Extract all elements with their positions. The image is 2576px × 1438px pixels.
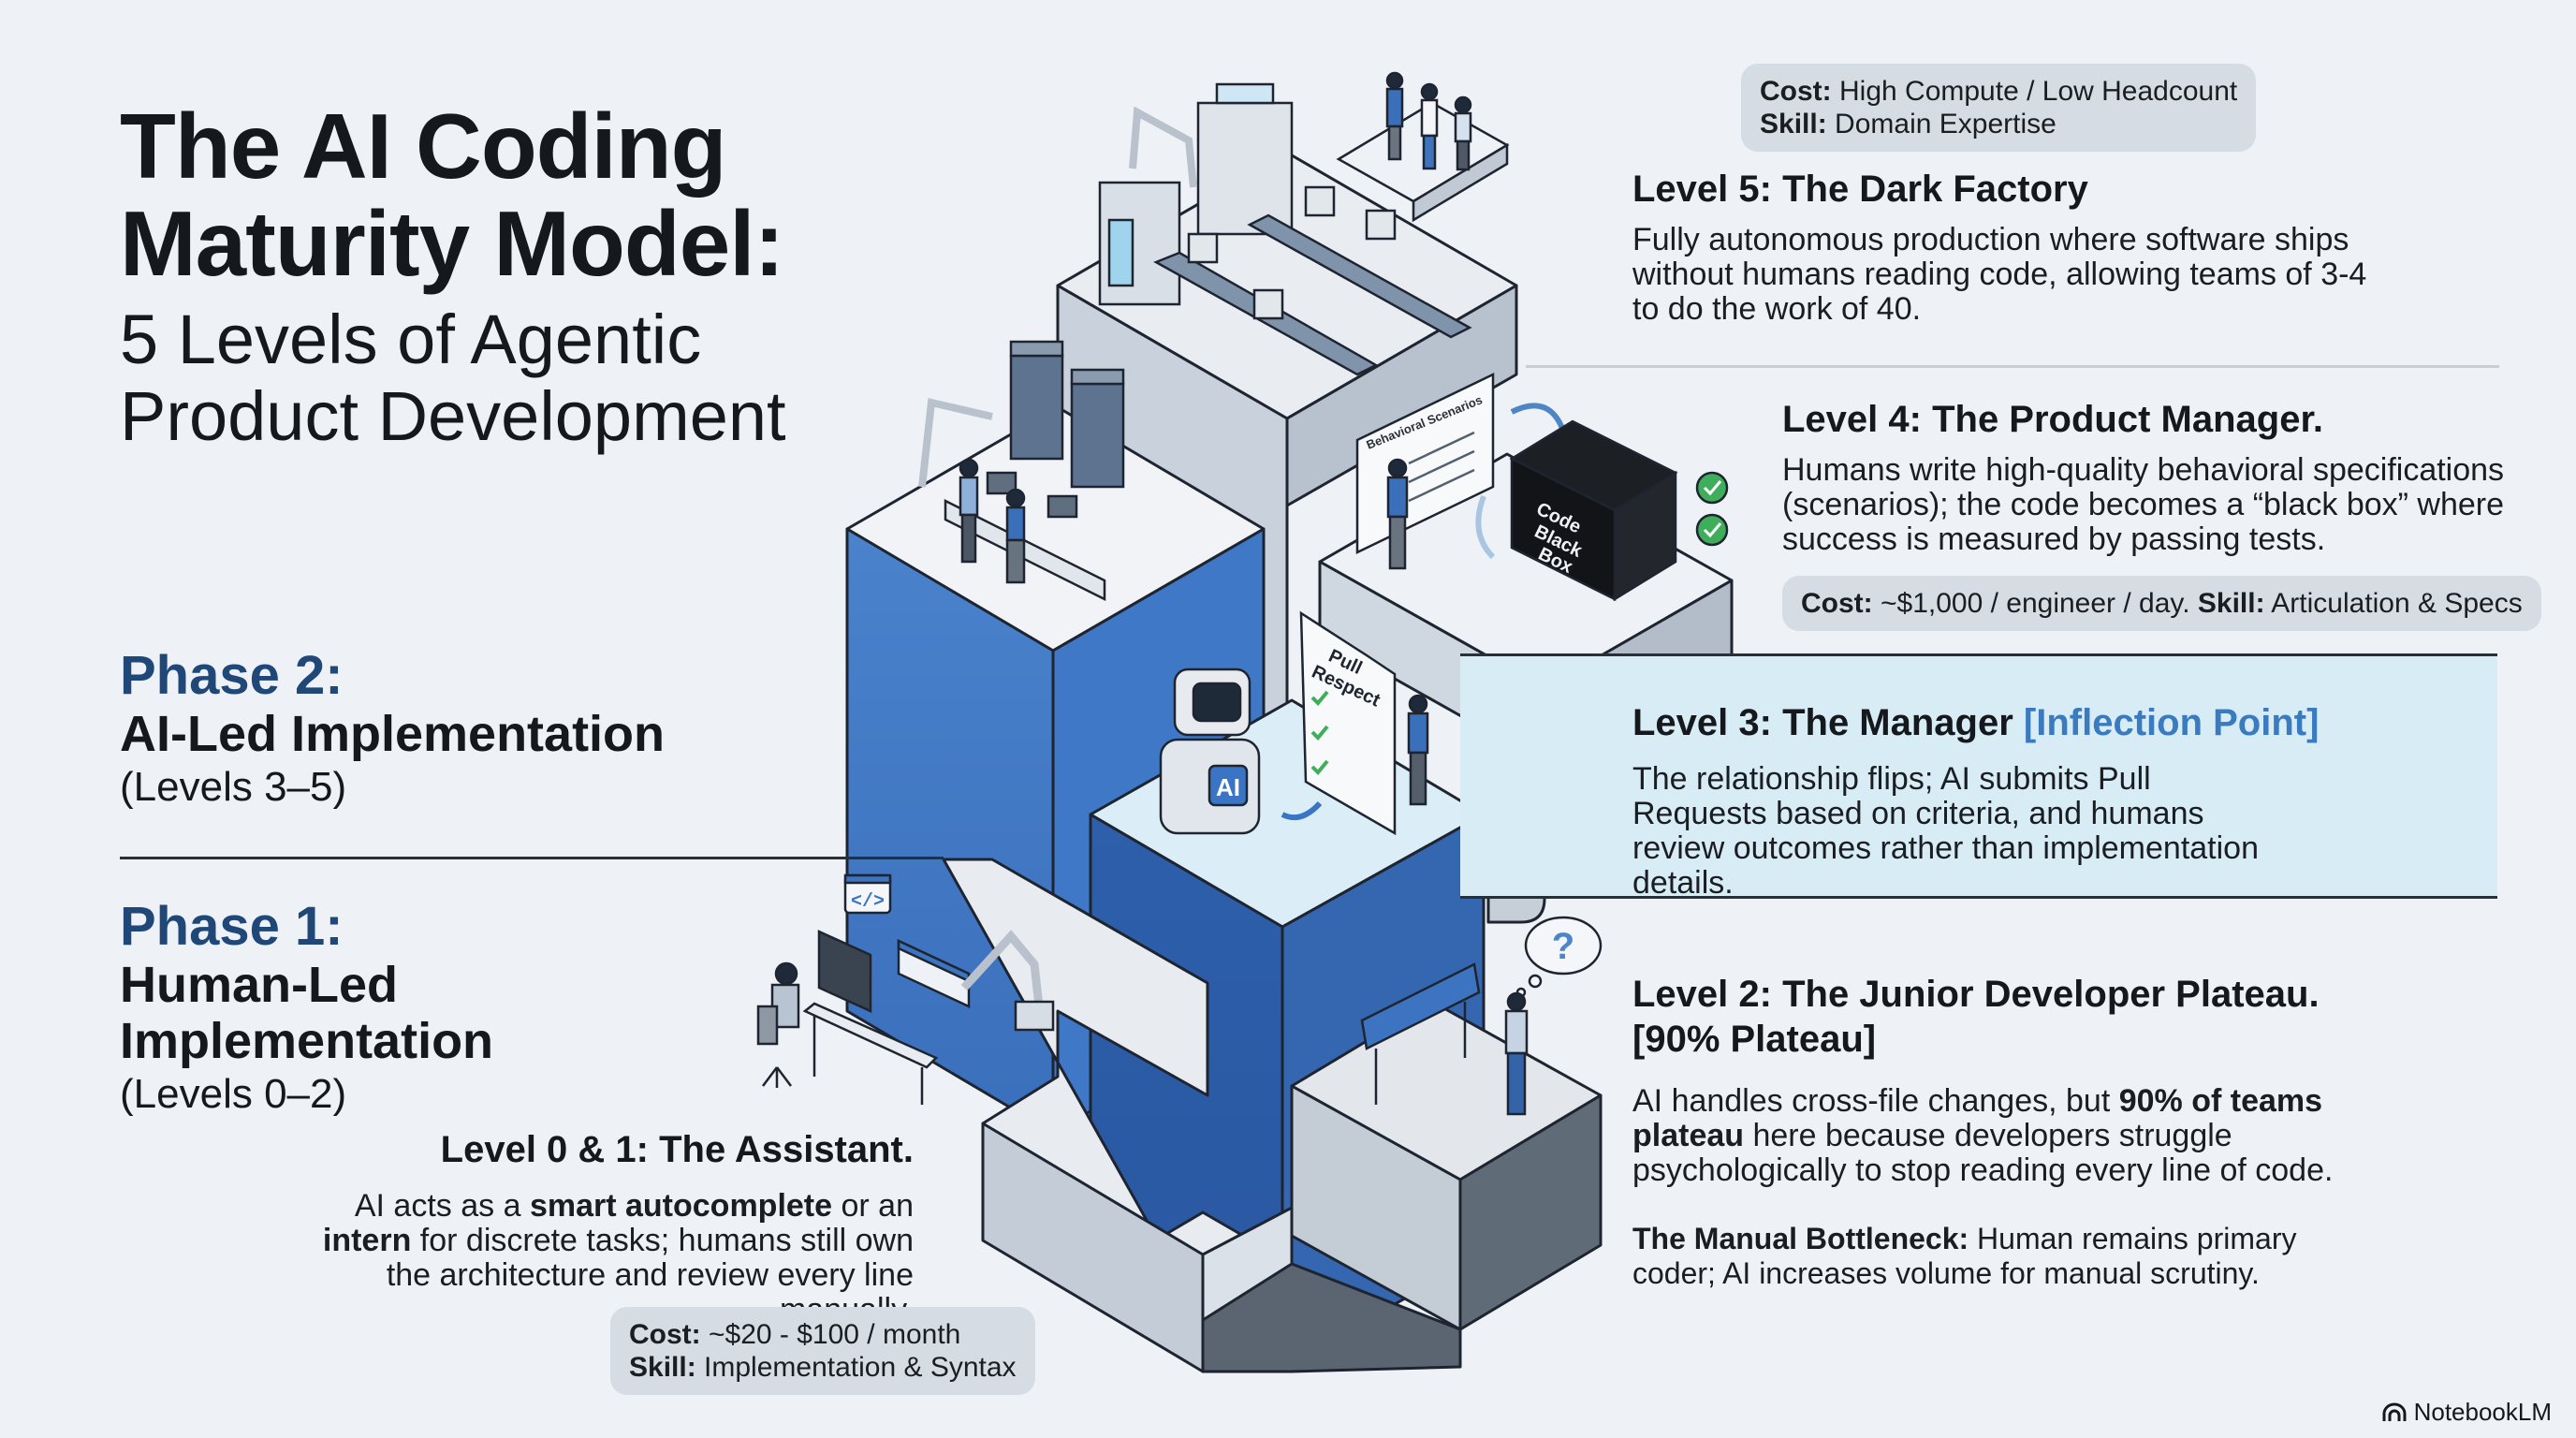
level-5-divider (1526, 365, 2499, 368)
level-5-skill: Domain Expertise (1835, 109, 2056, 139)
manual-bottleneck-note: The Manual Bottleneck: Human remains pri… (1632, 1222, 2306, 1291)
plateau-barrier-scene: ? (1360, 916, 1603, 1116)
level-5-block: Level 5: The Dark Factory Fully autonomo… (1632, 167, 2475, 327)
level-3-highlight-band (1460, 653, 2497, 899)
level-4-title: Level 4: The Product Manager. (1782, 399, 2323, 440)
question-icon: ? (1552, 926, 1574, 967)
manager-review-scene: AI Pull Respect (1159, 610, 1429, 836)
phase-1-heading: Phase 1: (120, 896, 344, 957)
subtitle-line-2: Product Development (120, 377, 786, 455)
level-0-1-desc-d: intern (322, 1223, 412, 1258)
level-0-1-cost-label: Cost: (629, 1319, 701, 1350)
level-4-cost-label: Cost: (1801, 588, 1873, 619)
level-0-1-skill-label: Skill: (629, 1352, 696, 1383)
level-0-1-desc-b: smart autocomplete (529, 1188, 833, 1224)
phase-1-name-line-1: Human-Led (120, 957, 398, 1013)
level-0-1-block: Level 0 & 1: The Assistant. AI acts as a… (281, 1127, 914, 1328)
level-0-1-desc-a: AI acts as a (354, 1188, 530, 1224)
pass-check-icon (1695, 513, 1729, 547)
subtitle-line-1: 5 Levels of Agentic (120, 301, 702, 378)
level-5-skill-label: Skill: (1760, 109, 1827, 139)
level-2-desc-post: here because developers struggle psychol… (1632, 1118, 2334, 1188)
manual-bottleneck-text: Human remains primary coder; AI increase… (1632, 1222, 2297, 1290)
level-0-1-desc-e: for discrete tasks; humans still own the… (386, 1223, 914, 1328)
level-4-skill-label: Skill: (2197, 588, 2265, 619)
page-title: The AI Coding Maturity Model: (120, 95, 784, 295)
level-0-1-title: Level 0 & 1: The Assistant. (440, 1129, 914, 1170)
phase-divider (120, 857, 944, 859)
level-2-title-line-2: [90% Plateau] (1632, 1019, 1877, 1060)
phase-1-range: (Levels 0–2) (120, 1071, 347, 1117)
level-0-1-cost: ~$20 - $100 / month (709, 1319, 961, 1350)
level-0-1-description: AI acts as a smart autocomplete or an in… (281, 1189, 914, 1328)
manual-bottleneck-label: The Manual Bottleneck: (1632, 1222, 1969, 1255)
phase-2-label: Phase 2: AI-Led Implementation (Levels 3… (120, 646, 665, 813)
level-3-title: Level 3: The Manager (1632, 702, 2013, 743)
level-4-description: Humans write high-quality behavioral spe… (1782, 452, 2505, 557)
level-0-1-skill: Implementation & Syntax (704, 1352, 1017, 1383)
level-5-title: Level 5: The Dark Factory (1632, 169, 2088, 210)
robot-ai-badge: AI (1216, 773, 1240, 801)
level-0-1-desc-c: or an (832, 1188, 914, 1224)
server-room-scene (918, 340, 1125, 602)
phase-2-range: (Levels 3–5) (120, 764, 347, 810)
level-2-description: AI handles cross-file changes, but 90% o… (1632, 1084, 2363, 1188)
level-2-desc-pre: AI handles cross-file changes, but (1632, 1083, 2119, 1119)
level-3-description: The relationship flips; AI submits Pull … (1632, 761, 2259, 901)
code-black-box-icon: Code Black Box (1509, 419, 1678, 602)
level-4-cost-skill-pill: Cost: ~$1,000 / engineer / day. Skill: A… (1782, 576, 2541, 631)
level-4-cost: ~$1,000 / engineer / day. (1881, 588, 2190, 619)
level-4-skill: Articulation & Specs (2271, 588, 2523, 619)
level-5-description: Fully autonomous production where softwa… (1632, 222, 2367, 327)
level-2-block: Level 2: The Junior Developer Plateau. [… (1632, 972, 2456, 1291)
spec-writer-scene: Behavioral Scenarios Code Black Box (1355, 373, 1729, 602)
page-subtitle: 5 Levels of Agentic Product Development (120, 301, 786, 455)
phase-1-name-line-2: Implementation (120, 1013, 494, 1069)
notebooklm-branding: NotebookLM (2382, 1398, 2552, 1427)
phase-1-label: Phase 1: Human-Led Implementation (Level… (120, 897, 493, 1120)
level-2-desc-bold: 90% of teams plateau (1632, 1083, 2323, 1153)
inflection-point-tag: [Inflection Point] (2023, 702, 2320, 743)
dark-factory-scene (1098, 71, 1510, 376)
pass-check-icon (1695, 471, 1729, 505)
level-0-1-steps (942, 858, 1462, 1373)
observers-icon (1385, 71, 1472, 171)
level-5-cost: High Compute / Low Headcount (1839, 76, 2238, 107)
title-line-2: Maturity Model: (120, 192, 784, 295)
level-3-block: Level 3: The Manager [Inflection Point] … (1632, 700, 2475, 901)
phase-2-name: AI-Led Implementation (120, 706, 666, 762)
level-4-block: Level 4: The Product Manager. Humans wri… (1782, 397, 2531, 557)
brand-name: NotebookLM (2413, 1398, 2552, 1426)
level-2-title-line-1: Level 2: The Junior Developer Plateau. (1632, 974, 2320, 1015)
notebooklm-logo-icon (2382, 1402, 2407, 1421)
code-bubble-icon: </> (851, 891, 885, 913)
level-5-cost-skill-pill: Cost: High Compute / Low Headcount Skill… (1741, 64, 2257, 152)
assistant-developer-scene: </> (756, 873, 1055, 1105)
level-5-cost-label: Cost: (1760, 76, 1832, 107)
title-line-1: The AI Coding (120, 95, 727, 198)
phase-2-heading: Phase 2: (120, 645, 344, 706)
level-0-1-cost-skill-pill: Cost: ~$20 - $100 / month Skill: Impleme… (610, 1307, 1035, 1395)
